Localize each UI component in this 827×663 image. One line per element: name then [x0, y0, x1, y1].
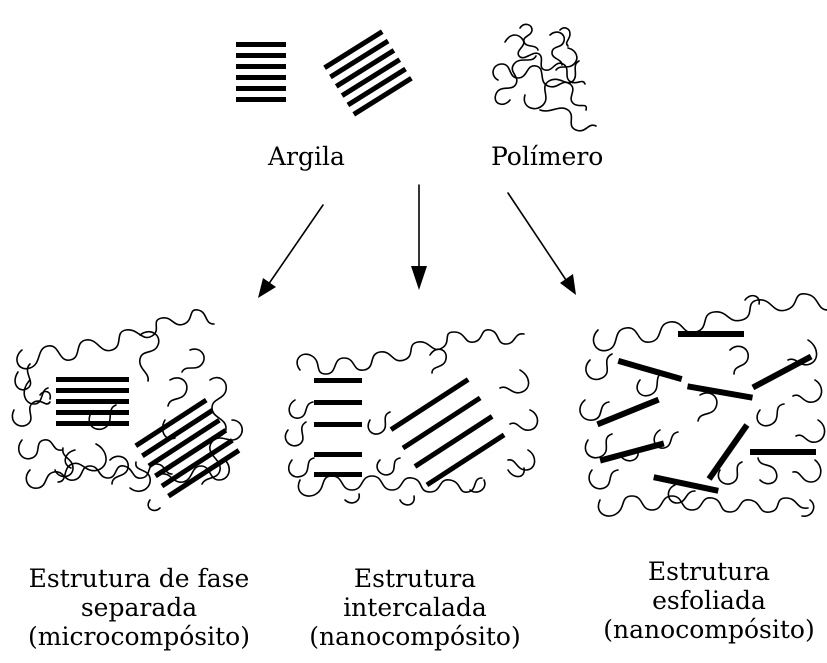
phase-separated-label-line-1: Estrutura de fase	[24, 565, 254, 594]
clay-label: Argila	[268, 143, 345, 172]
exfoliated-clay-platelets	[596, 331, 816, 494]
intercalated-clay-tilted	[390, 377, 506, 487]
intercalated-label-line-3: (nanocompósito)	[300, 623, 530, 652]
intercalated-structure-label: Estrutura intercalada (nanocompósito)	[300, 565, 530, 651]
exfoliated-label-line-2: esfoliada	[594, 587, 824, 616]
intercalated-clay-straight	[314, 378, 362, 477]
exfoliated-label-line-3: (nanocompósito)	[594, 616, 824, 645]
intercalated-label-line-1: Estrutura	[300, 565, 530, 594]
intercalated-label-line-2: intercalada	[300, 594, 530, 623]
arrow-right	[508, 193, 576, 295]
exfoliated-structure-label: Estrutura esfoliada (nanocompósito)	[594, 558, 824, 644]
polymer-label: Polímero	[491, 143, 603, 172]
arrow-center	[411, 185, 427, 290]
clay-stack-tilted	[323, 30, 412, 117]
exfoliated-polymer	[580, 294, 827, 516]
polymer-coil	[493, 24, 596, 130]
exfoliated-label-line-1: Estrutura	[594, 558, 824, 587]
phase-separated-label-line-2: separada	[24, 594, 254, 623]
phase-separated-label-line-3: (microcompósito)	[24, 623, 254, 652]
arrow-left	[258, 205, 323, 298]
phase-separated-clay-straight	[56, 377, 129, 426]
clay-stack-straight	[236, 42, 286, 102]
phase-separated-structure-label: Estrutura de fase separada (microcompósi…	[24, 565, 254, 651]
